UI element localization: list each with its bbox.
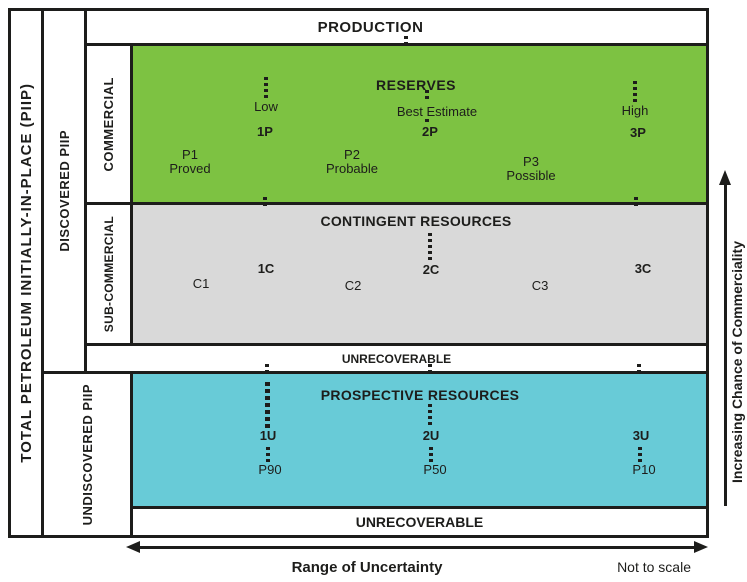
range-axis-line bbox=[138, 546, 696, 549]
commerciality-axis-up-arrowhead-icon bbox=[719, 170, 731, 185]
prospective-class-2u: 2U bbox=[422, 428, 440, 443]
contingent-category-c2: C2 bbox=[344, 278, 362, 293]
undiscovered-piip-column: UNDISCOVERED PIIP bbox=[41, 371, 133, 538]
dotted-tick-below-3u bbox=[638, 447, 642, 462]
contingent-class-1c: 1C bbox=[257, 261, 275, 276]
reserves-class-2p: 2P bbox=[422, 124, 438, 139]
boundary-tick-production bbox=[404, 36, 408, 48]
discovered-piip-column: DISCOVERED PIIP bbox=[41, 8, 87, 374]
prospective-class-1u: 1U bbox=[259, 428, 277, 443]
reserves-class-1p: 1P bbox=[257, 124, 273, 139]
dotted-line-2u bbox=[428, 404, 432, 428]
undiscovered-piip-label: UNDISCOVERED PIIP bbox=[79, 383, 95, 526]
boundary-tick-3u bbox=[637, 364, 641, 376]
prospective-resources-title: PROSPECTIVE RESOURCES bbox=[320, 387, 520, 403]
reserves-band bbox=[130, 43, 709, 205]
p1-code: P1 bbox=[182, 147, 198, 162]
p3-code: P3 bbox=[523, 154, 539, 169]
discovered-piip-label: DISCOVERED PIIP bbox=[56, 130, 72, 252]
dotted-tick-below-best-estimate bbox=[425, 119, 429, 125]
range-axis-left-arrowhead-icon bbox=[126, 541, 140, 553]
range-of-uncertainty-label: Range of Uncertainty bbox=[291, 559, 443, 576]
p3-name: Possible bbox=[506, 167, 556, 183]
total-piip-label: TOTAL PETROLEUM INITIALLY-IN-PLACE (PIIP… bbox=[17, 83, 35, 463]
reserves-category-p2: P2 Probable bbox=[302, 148, 402, 175]
reserves-category-p1: P1 Proved bbox=[140, 148, 240, 175]
p2-name: Probable bbox=[325, 160, 379, 176]
dotted-line-1u bbox=[265, 382, 270, 428]
dotted-tick-below-reserves bbox=[425, 90, 429, 99]
unrecoverable-lower-label: UNRECOVERABLE bbox=[355, 514, 484, 530]
production-band: PRODUCTION bbox=[84, 8, 709, 46]
percentile-p90: P90 bbox=[258, 462, 282, 477]
increasing-chance-of-commerciality-label: Increasing Chance of Commerciality bbox=[729, 241, 745, 483]
range-axis-right-arrowhead-icon bbox=[694, 541, 708, 553]
boundary-tick-2u bbox=[428, 364, 432, 376]
dotted-line-low-estimate bbox=[264, 77, 268, 99]
unrecoverable-upper-band: UNRECOVERABLE bbox=[84, 343, 709, 374]
production-label: PRODUCTION bbox=[317, 18, 424, 36]
dotted-tick-below-1u bbox=[266, 447, 270, 462]
sub-commercial-column: SUB-COMMERCIAL bbox=[84, 202, 133, 346]
unrecoverable-lower-band: UNRECOVERABLE bbox=[130, 506, 709, 538]
total-piip-column: TOTAL PETROLEUM INITIALLY-IN-PLACE (PIIP… bbox=[8, 8, 44, 538]
p2-code: P2 bbox=[344, 147, 360, 162]
percentile-p50: P50 bbox=[423, 462, 447, 477]
contingent-category-c1: C1 bbox=[192, 276, 210, 291]
boundary-tick-1p-1c bbox=[263, 197, 267, 209]
percentile-p10: P10 bbox=[632, 462, 656, 477]
prospective-resources-band bbox=[130, 371, 709, 509]
commerciality-axis-line bbox=[724, 184, 727, 506]
reserves-title: RESERVES bbox=[376, 77, 456, 93]
unrecoverable-upper-label: UNRECOVERABLE bbox=[341, 351, 452, 366]
commercial-column: COMMERCIAL bbox=[84, 43, 133, 205]
prospective-class-3u: 3U bbox=[632, 428, 650, 443]
boundary-tick-3p-3c bbox=[634, 197, 638, 209]
commercial-label: COMMERCIAL bbox=[101, 76, 116, 172]
dotted-tick-below-2u bbox=[429, 447, 433, 462]
contingent-category-c3: C3 bbox=[531, 278, 549, 293]
high-estimate-label: High bbox=[621, 103, 649, 118]
p1-name: Proved bbox=[169, 160, 211, 176]
reserves-class-3p: 3P bbox=[630, 125, 646, 140]
dotted-line-high-estimate bbox=[633, 81, 637, 103]
low-estimate-label: Low bbox=[254, 99, 278, 114]
boundary-tick-1u bbox=[265, 364, 269, 376]
commerciality-axis-label-container: Increasing Chance of Commerciality bbox=[727, 212, 747, 512]
sub-commercial-label: SUB-COMMERCIAL bbox=[101, 215, 116, 333]
contingent-resources-band bbox=[130, 202, 709, 346]
dotted-line-2c bbox=[428, 233, 432, 260]
contingent-resources-title: CONTINGENT RESOURCES bbox=[320, 213, 512, 229]
not-to-scale-note: Not to scale bbox=[617, 559, 691, 575]
contingent-class-2c: 2C bbox=[422, 262, 440, 277]
best-estimate-label: Best Estimate bbox=[396, 104, 478, 119]
reserves-category-p3: P3 Possible bbox=[481, 155, 581, 182]
contingent-class-3c: 3C bbox=[634, 261, 652, 276]
